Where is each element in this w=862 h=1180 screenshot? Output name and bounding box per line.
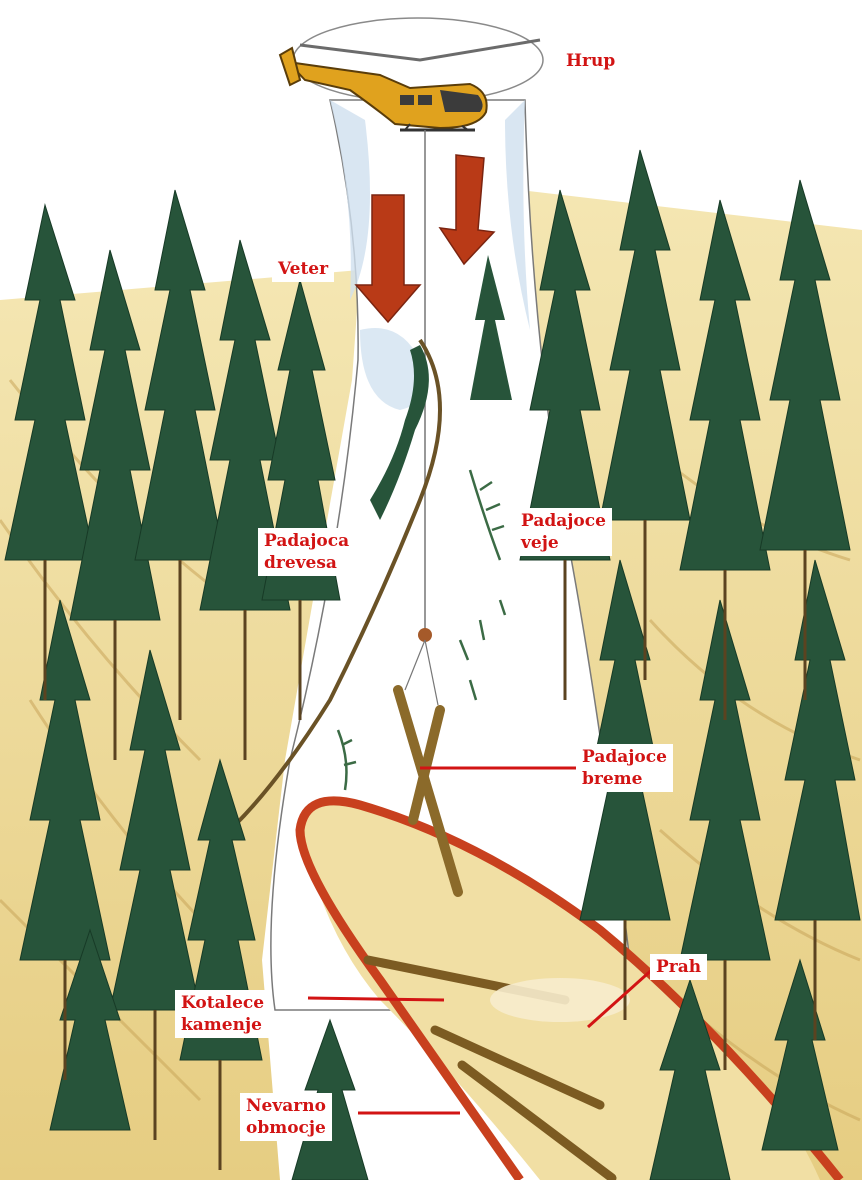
label-padajoce-veje: Padajoce veje bbox=[515, 508, 612, 556]
label-padajoce-breme-line2: breme bbox=[582, 768, 667, 790]
label-hrup-text: Hrup bbox=[566, 50, 615, 72]
label-kotalece-kamenje-line2: kamenje bbox=[181, 1014, 264, 1036]
label-veter: Veter bbox=[272, 256, 334, 282]
label-veter-text: Veter bbox=[278, 258, 328, 280]
dust-cloud bbox=[490, 978, 630, 1022]
label-nevarno-obmocje-line2: obmocje bbox=[246, 1117, 326, 1139]
label-nevarno-obmocje: Nevarno obmocje bbox=[240, 1093, 332, 1141]
label-nevarno-obmocje-line1: Nevarno bbox=[246, 1095, 326, 1117]
label-padajoce-veje-line1: Padajoce bbox=[521, 510, 606, 532]
label-padajoca-drevesa: Padajoca drevesа bbox=[258, 528, 355, 576]
label-prah: Prah bbox=[650, 954, 707, 980]
label-padajoca-drevesa-line2: drevesа bbox=[264, 552, 349, 574]
label-padajoca-drevesa-line1: Padajoca bbox=[264, 530, 349, 552]
label-kotalece-kamenje: Kotalece kamenje bbox=[175, 990, 270, 1038]
label-hrup: Hrup bbox=[560, 48, 621, 74]
label-padajoce-veje-line2: veje bbox=[521, 532, 606, 554]
cable-hook bbox=[418, 628, 432, 642]
pointer-kotalece-kamenje bbox=[308, 998, 444, 1000]
label-padajoce-breme: Padajoce breme bbox=[576, 744, 673, 792]
label-kotalece-kamenje-line1: Kotalece bbox=[181, 992, 264, 1014]
label-prah-text: Prah bbox=[656, 956, 701, 978]
label-padajoce-breme-line1: Padajoce bbox=[582, 746, 667, 768]
